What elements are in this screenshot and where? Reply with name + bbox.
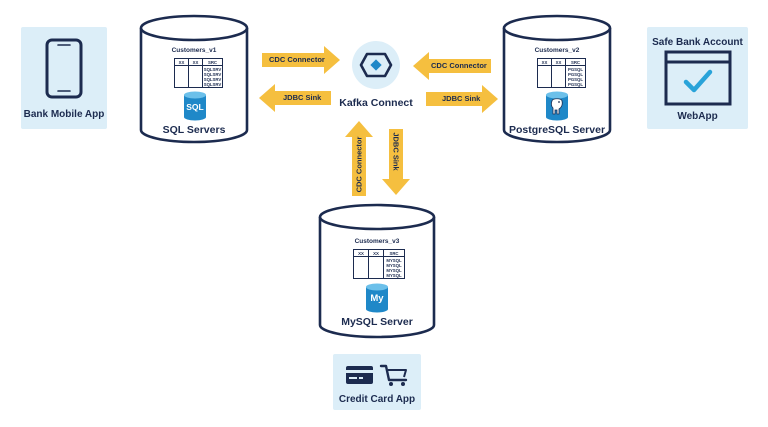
pg-jdbc-label: JDBC Sink (442, 94, 481, 103)
table-cell: SQLSRV (203, 82, 222, 87)
mysql-server-label: MySQL Server (341, 316, 413, 328)
sql-table-title: Customers_v1 (171, 47, 217, 54)
credit-card-app-box: Credit Card App (333, 354, 421, 410)
mysql-server-database: Customers_v3 XX XX SRC MYSQL MYSQL MYSQL… (318, 203, 436, 339)
table-header: SRC (203, 59, 222, 66)
sql-logo-text: SQL (186, 102, 204, 112)
mysql-cdc-connector-arrow: CDC Connector (345, 121, 373, 196)
postgresql-server-database: Customers_v2 XX XX SRC PGSQL PGSQL PGSQL… (502, 14, 612, 144)
table-header: XX (354, 250, 369, 257)
smartphone-icon (45, 38, 83, 99)
pg-jdbc-sink-arrow: JDBC Sink (426, 85, 498, 113)
table-header: XX (189, 59, 203, 66)
sql-database-icon: SQL (183, 91, 207, 121)
mysql-customers-table: XX XX SRC MYSQL MYSQL MYSQL MYSQL (353, 249, 405, 279)
postgres-customers-table: XX XX SRC PGSQL PGSQL PGSQL PGSQL (537, 58, 586, 88)
sql-cdc-label: CDC Connector (269, 55, 325, 64)
table-cell: MYSQL (386, 258, 402, 263)
bank-mobile-app-box: Bank Mobile App (21, 27, 107, 129)
postgresql-elephant-icon (545, 91, 569, 121)
sql-jdbc-sink-arrow: JDBC Sink (259, 84, 331, 112)
mysql-jdbc-label: JDBC Sink (391, 132, 401, 171)
table-header: XX (369, 250, 384, 257)
table-cell: PGSQL (567, 82, 584, 87)
table-header: XX (552, 59, 566, 66)
mysql-jdbc-sink-arrow: JDBC Sink (382, 129, 410, 195)
table-header: XX (175, 59, 189, 66)
table-cell: SQLSRV (203, 72, 222, 77)
postgresql-server-label: PostgreSQL Server (508, 124, 606, 136)
safe-bank-title: Safe Bank Account (652, 37, 743, 48)
credit-card-icon (346, 366, 373, 384)
table-cell: MYSQL (386, 263, 402, 268)
table-cell: PGSQL (567, 72, 584, 77)
shopping-cart-icon (379, 364, 408, 386)
table-cell: PGSQL (567, 67, 584, 72)
sql-server-database: Customers_v1 XX XX SRC SQLSRV SQLSRV SQL… (139, 14, 249, 144)
table-cell: SQLSRV (203, 67, 222, 72)
bank-mobile-app-label: Bank Mobile App (23, 109, 105, 120)
sql-customers-table: XX XX SRC SQLSRV SQLSRV SQLSRV SQLSRV (174, 58, 223, 88)
mysql-table-title: Customers_v3 (354, 238, 400, 245)
postgres-table-title: Customers_v2 (534, 47, 580, 54)
sql-jdbc-label: JDBC Sink (283, 93, 322, 102)
credit-card-app-label: Credit Card App (338, 394, 416, 405)
mysql-logo-text: My (370, 293, 384, 304)
sql-cdc-connector-arrow: CDC Connector (262, 46, 340, 74)
table-cell: MYSQL (386, 273, 402, 278)
browser-check-icon (664, 50, 732, 106)
table-cell: SQLSRV (203, 77, 222, 82)
pg-cdc-connector-arrow: CDC Connector (413, 52, 491, 80)
mysql-cdc-label: CDC Connector (354, 136, 364, 193)
mysql-database-icon: My (365, 283, 389, 313)
table-cell: PGSQL (567, 77, 584, 82)
kafka-connect-icon (351, 40, 401, 90)
table-header: SRC (566, 59, 585, 66)
pg-cdc-label: CDC Connector (431, 61, 487, 70)
safe-bank-label: WebApp (677, 111, 718, 122)
table-header: XX (538, 59, 552, 66)
safe-bank-webapp-box: Safe Bank Account WebApp (647, 27, 748, 129)
table-cell: MYSQL (386, 268, 402, 273)
sql-server-label: SQL Servers (162, 124, 226, 136)
kafka-connect-label: Kafka Connect (339, 97, 413, 109)
table-header: SRC (384, 250, 404, 257)
